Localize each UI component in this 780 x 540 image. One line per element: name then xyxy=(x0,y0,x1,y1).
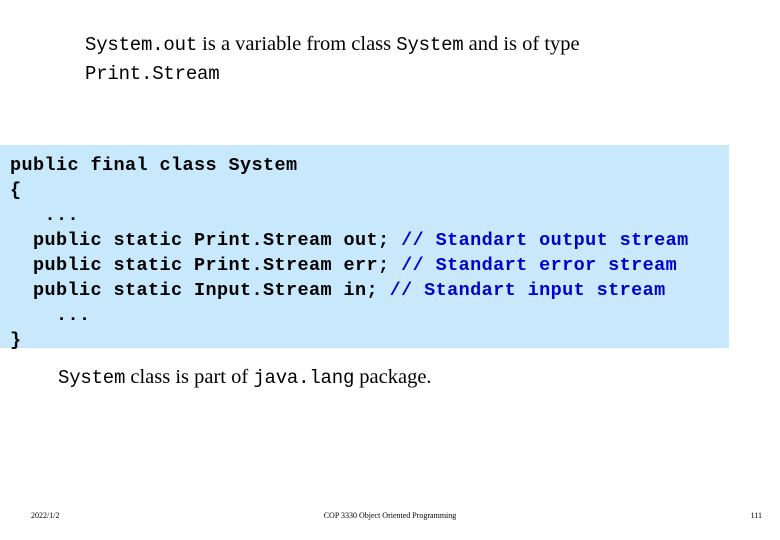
caption-text-part-1: class is part of xyxy=(125,366,254,388)
page-title: System.out is a variable from class Syst… xyxy=(85,30,715,88)
code-line: public final class System xyxy=(0,153,729,178)
footer: 2022/1/2 COP 3330 Object Oriented Progra… xyxy=(0,511,780,527)
code-line: public static Print.Stream out; // Stand… xyxy=(0,228,729,253)
title-code-system-out: System.out xyxy=(85,34,198,56)
code-line: public static Print.Stream err; // Stand… xyxy=(0,253,729,278)
code-text: } xyxy=(10,330,22,351)
caption: System class is part of java.lang packag… xyxy=(58,363,432,392)
code-comment: // Standart output stream xyxy=(401,230,689,251)
caption-code-system: System xyxy=(58,367,126,389)
code-text: public final class System xyxy=(10,155,298,176)
code-line: public static Input.Stream in; // Standa… xyxy=(0,278,729,303)
footer-date: 2022/1/2 xyxy=(31,511,60,520)
code-text: ... xyxy=(10,305,91,326)
code-comment: // Standart error stream xyxy=(401,255,678,276)
code-text: public static Print.Stream err; xyxy=(10,255,402,276)
footer-course-title: COP 3330 Object Oriented Programming xyxy=(323,511,457,520)
caption-code-javalang: java.lang xyxy=(253,367,355,389)
caption-text-part-2: package. xyxy=(354,366,432,388)
code-text: public static Print.Stream out; xyxy=(10,230,402,251)
title-text-part-1: is a variable from class xyxy=(197,33,397,55)
title-text-part-2: and is of type xyxy=(463,33,580,55)
code-line: ... xyxy=(0,203,729,228)
code-text: { xyxy=(10,180,22,201)
footer-page-number: 111 xyxy=(750,511,762,520)
code-line: ... xyxy=(0,303,729,328)
code-text: public static Input.Stream in; xyxy=(10,280,390,301)
code-block: public final class System { ... public s… xyxy=(0,145,729,351)
title-code-printstream: Print.Stream xyxy=(85,63,220,85)
title-code-system: System xyxy=(396,34,464,56)
code-line: { xyxy=(0,178,729,203)
code-text: ... xyxy=(10,205,80,226)
code-comment: // Standart input stream xyxy=(389,280,666,301)
code-line: } xyxy=(0,328,729,353)
